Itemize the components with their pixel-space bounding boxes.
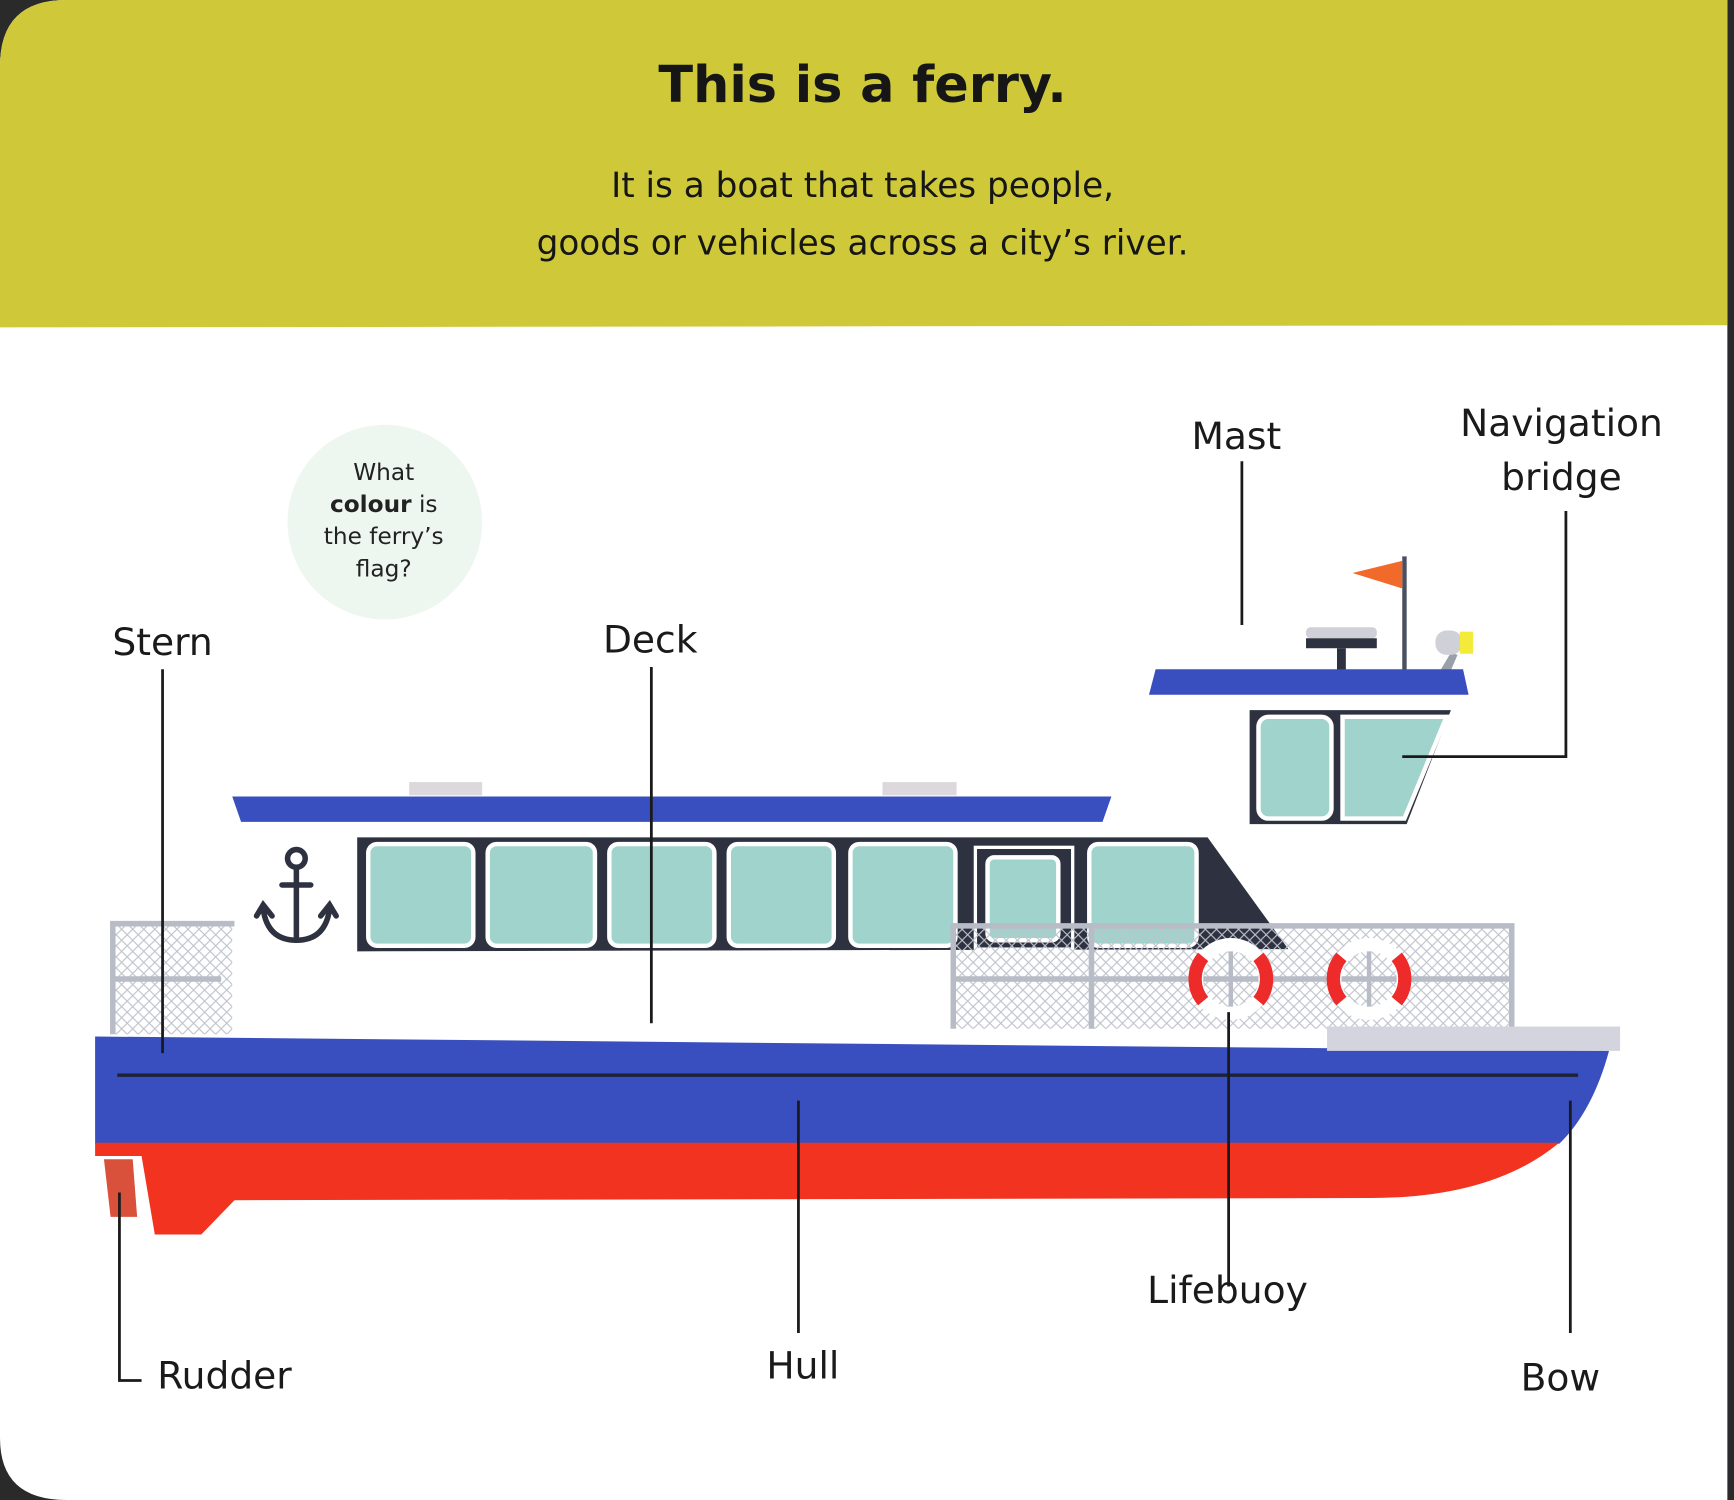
label-navigation: Navigation [1460,401,1663,445]
window [366,841,476,949]
subtitle-line-1: It is a boat that takes people, [611,166,1114,206]
searchlight-lens [1459,631,1474,654]
hull-lower [95,1142,1560,1235]
label-hull: Hull [766,1343,839,1387]
lifebuoy [1326,938,1412,1020]
roof-vent [882,782,957,796]
bridge-window [1340,714,1450,821]
bridge-roof [1148,669,1469,695]
window [848,841,958,949]
question-bubble [287,424,483,620]
window [485,841,598,949]
bubble-line-2-rest: is [412,491,438,518]
cabin-roof [232,796,1112,822]
bubble-line-4: flag? [356,555,412,582]
radar [1306,627,1377,639]
bubble-line-1: What [353,459,414,486]
cabin-windows [366,841,1199,951]
window [607,841,717,949]
stern-railing [110,920,235,1035]
lifebuoy [1188,938,1274,1020]
label-bridge: bridge [1501,455,1622,499]
label-rudder: Rudder [157,1353,292,1397]
window [726,841,837,949]
hull-upper [95,1036,1610,1144]
bubble-line-3: the ferry’s [324,523,444,550]
label-deck: Deck [603,618,698,662]
roof-vent [409,782,483,796]
flag-icon [1352,560,1403,589]
radar-base [1306,638,1377,649]
radar-stem [1336,648,1346,671]
label-lifebuoy: Lifebuoy [1147,1268,1308,1312]
anchor-icon [253,846,339,944]
page-title: This is a ferry. [658,55,1066,114]
searchlight [1435,630,1462,655]
rudder [103,1159,138,1217]
leader-lines [118,461,1572,1382]
subtitle-line-2: goods or vehicles across a city’s river. [537,223,1189,263]
bridge-window [1256,714,1334,821]
light-stand [1440,652,1458,671]
bow-deck [1327,1026,1621,1051]
header-banner [0,0,1728,328]
bubble-line-2: colour is [330,491,438,518]
bubble-bold-word: colour [330,491,412,518]
label-mast: Mast [1191,414,1281,458]
label-bow: Bow [1521,1355,1601,1399]
label-stern: Stern [112,620,212,664]
